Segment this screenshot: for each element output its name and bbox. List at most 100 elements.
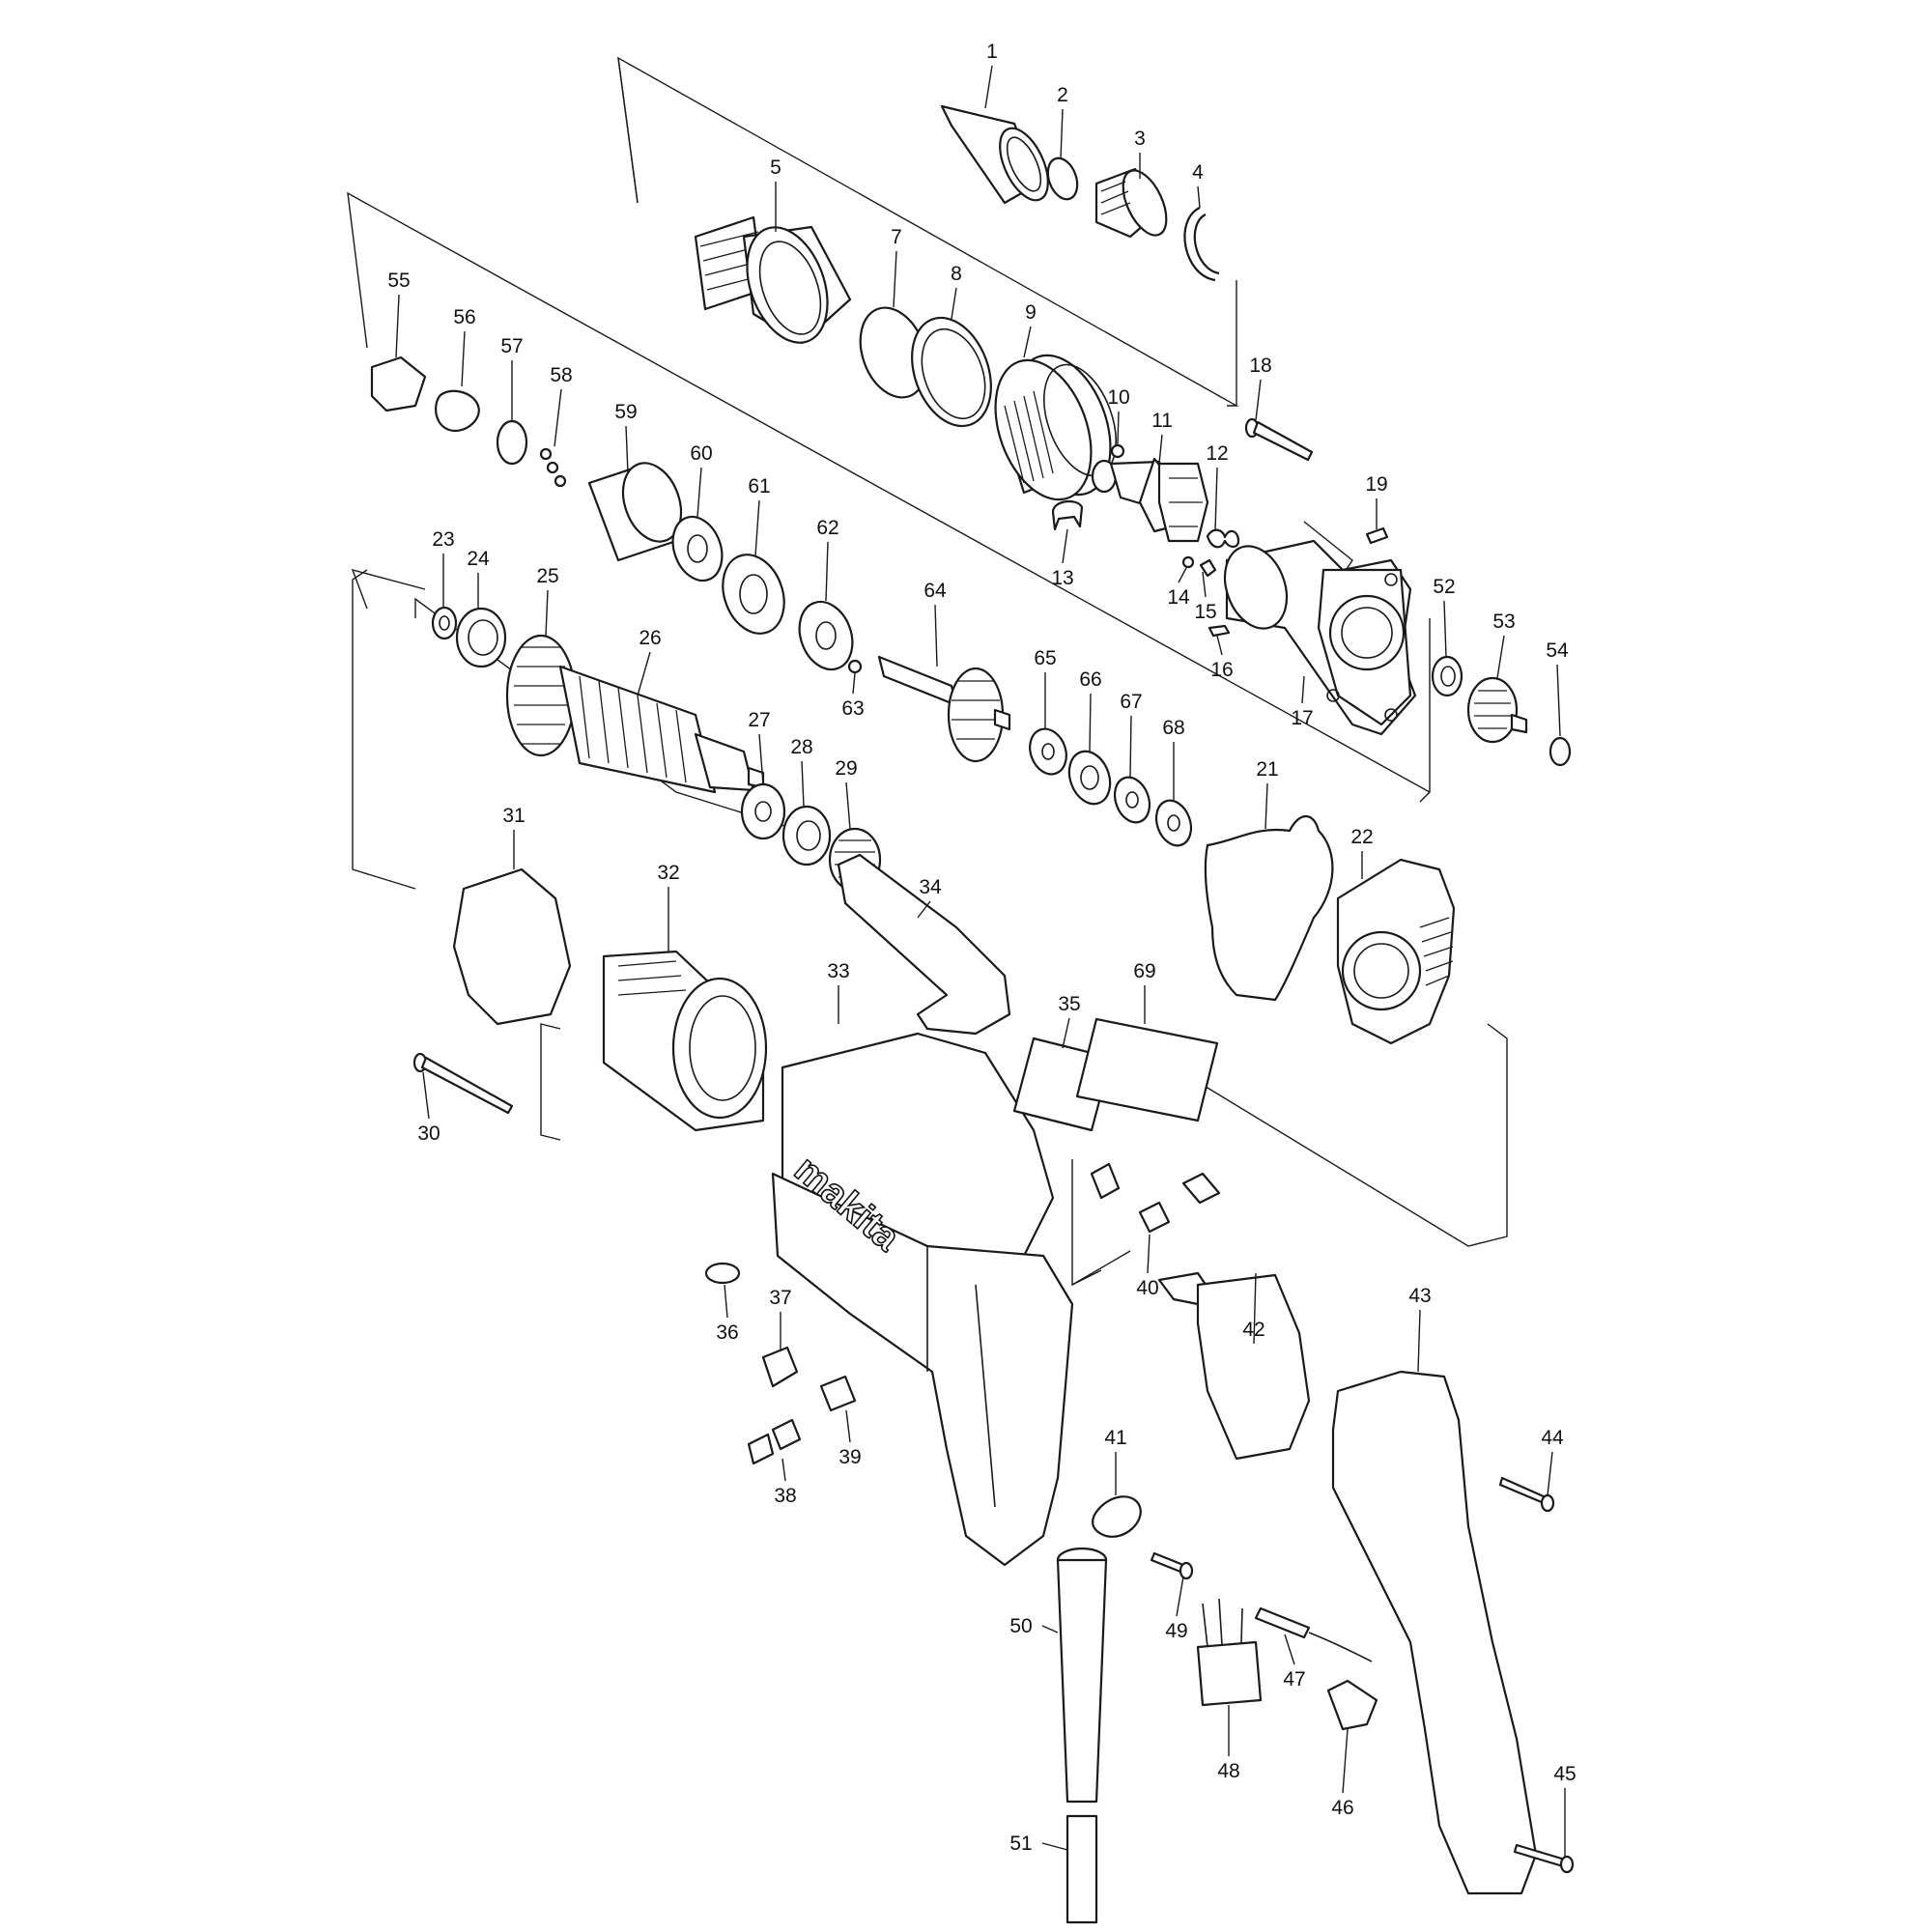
part-42-switch (1157, 1271, 1311, 1461)
part-number-label-36: 36 (716, 1321, 738, 1344)
part-63-ball (847, 659, 863, 674)
part-number-label-24: 24 (467, 548, 490, 570)
leader-line-58 (554, 388, 562, 447)
part-22-bearing-box (1336, 858, 1456, 1045)
part-number-label-13: 13 (1051, 567, 1073, 589)
leader-line-9 (1023, 326, 1032, 358)
part-33-motor-housing: makita (771, 1032, 1074, 1567)
leader-line-64 (934, 604, 938, 668)
part-number-label-66: 66 (1079, 668, 1101, 691)
part-number-label-41: 41 (1104, 1427, 1126, 1449)
part-number-label-56: 56 (453, 306, 475, 328)
part-number-label-54: 54 (1546, 639, 1569, 662)
leader-line-35 (1062, 1017, 1070, 1049)
part-25-fan (505, 634, 577, 757)
part-14-ball (1181, 555, 1195, 569)
leader-line-67 (1129, 715, 1132, 778)
part-number-label-49: 49 (1165, 1620, 1187, 1642)
part-number-label-68: 68 (1162, 717, 1184, 739)
leader-line-25 (545, 589, 549, 637)
part-55-ring (370, 355, 427, 412)
leader-line-60 (696, 467, 702, 518)
leader-line-43 (1417, 1309, 1421, 1373)
part-number-label-52: 52 (1433, 576, 1455, 598)
part-10-ball (1110, 443, 1125, 459)
assembly-guide-lines (347, 56, 1508, 1287)
part-number-label-40: 40 (1136, 1277, 1158, 1299)
part-51-cord (1065, 1814, 1098, 1924)
part-number-label-30: 30 (417, 1122, 440, 1145)
part-number-label-29: 29 (835, 757, 857, 780)
part-number-label-55: 55 (387, 270, 410, 292)
leader-line-66 (1089, 693, 1092, 753)
part-number-label-57: 57 (500, 335, 523, 357)
part-59-sleeve (587, 462, 683, 562)
part-number-label-59: 59 (614, 401, 637, 423)
part-number-label-23: 23 (432, 528, 454, 551)
part-5-locator (694, 215, 852, 345)
part-43-handle-cover (1331, 1370, 1538, 1895)
leader-line-7 (893, 250, 897, 308)
part-number-label-37: 37 (769, 1287, 791, 1309)
part-47-noise-suppressor (1254, 1606, 1373, 1662)
leader-line-28 (801, 760, 805, 808)
part-15-spring (1199, 558, 1217, 578)
part-19-pin (1365, 526, 1389, 545)
part-number-label-27: 27 (748, 709, 770, 731)
part-number-label-38: 38 (774, 1485, 796, 1507)
part-number-label-46: 46 (1331, 1797, 1353, 1819)
part-number-label-67: 67 (1120, 691, 1142, 713)
part-13-clip (1051, 499, 1084, 531)
leader-line-53 (1496, 635, 1505, 679)
leader-line-12 (1214, 467, 1218, 532)
part-number-label-16: 16 (1210, 659, 1233, 681)
leader-line-8 (951, 287, 957, 320)
part-60-flat-washer (671, 515, 724, 582)
part-57-flat-washer (496, 419, 528, 466)
leader-line-34 (917, 900, 931, 919)
leader-line-17 (1301, 675, 1305, 704)
leader-line-14 (1178, 567, 1187, 583)
part-number-label-50: 50 (1009, 1615, 1032, 1637)
leader-line-39 (845, 1409, 851, 1443)
part-24-bearing (455, 607, 507, 668)
part-21-gasket (1204, 814, 1334, 1002)
part-67-flat-washer (1113, 776, 1151, 824)
leader-line-49 (1176, 1576, 1184, 1617)
leader-line-16 (1216, 635, 1223, 656)
part-number-label-34: 34 (919, 876, 942, 898)
part-number-label-22: 22 (1350, 826, 1373, 848)
part-number-label-4: 4 (1192, 161, 1204, 184)
part-number-label-25: 25 (536, 565, 558, 587)
part-number-label-61: 61 (748, 475, 770, 497)
part-number-label-11: 11 (1151, 410, 1173, 432)
leader-line-21 (1264, 782, 1268, 830)
part-number-label-28: 28 (790, 736, 812, 758)
part-46-strain-relief (1326, 1679, 1378, 1731)
part-37-brush-holder (761, 1346, 799, 1388)
part-52-bearing (1431, 655, 1463, 697)
part-number-label-7: 7 (891, 226, 902, 248)
part-17-gear-housing (1223, 539, 1417, 736)
part-65-flat-washer (1029, 727, 1067, 776)
part-number-label-15: 15 (1194, 601, 1216, 623)
part-28-bearing (781, 805, 832, 867)
leader-line-27 (758, 733, 764, 785)
leader-line-38 (781, 1458, 786, 1482)
part-54-retaining-ring (1548, 736, 1572, 767)
leader-line-26 (637, 651, 651, 696)
leader-line-55 (395, 294, 400, 358)
part-41-cord-clamp (1092, 1495, 1142, 1538)
part-number-label-21: 21 (1256, 758, 1278, 781)
part-32-field (602, 950, 768, 1132)
part-27-insulation-washer (740, 782, 786, 840)
leader-line-30 (422, 1071, 430, 1120)
part-number-label-48: 48 (1217, 1760, 1239, 1782)
part-53-gear (1466, 676, 1528, 744)
part-number-label-58: 58 (550, 364, 572, 386)
part-number-label-1: 1 (986, 41, 998, 63)
leader-line-42 (1253, 1272, 1257, 1345)
leader-line-13 (1062, 528, 1068, 564)
leader-line-52 (1443, 600, 1447, 658)
